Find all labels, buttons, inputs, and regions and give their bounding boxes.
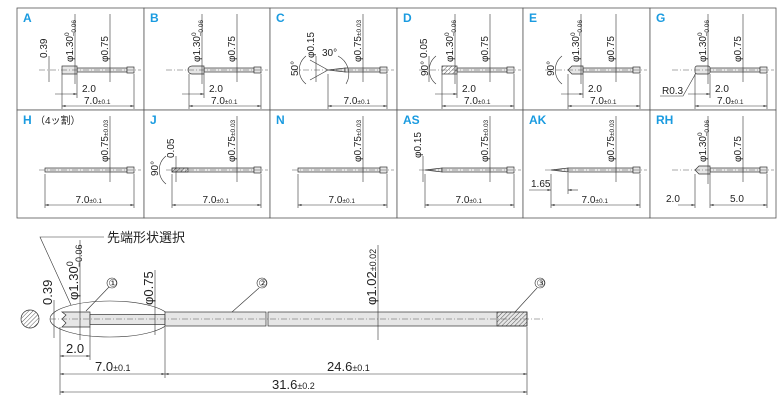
head-length-dim: 2.0	[588, 84, 602, 95]
main-pin-drawing: 先端形状選択 0.39 φ1.300−0.06 φ0.75 φ1.02±0.02…	[20, 230, 546, 395]
tip-dim: 0.05	[419, 38, 430, 58]
cone-angle-dim: 30°	[322, 48, 337, 59]
tip-dim: 0.39	[40, 280, 55, 305]
option-code: H	[23, 113, 32, 127]
total-length-dim: 7.0±0.1	[717, 96, 744, 107]
total-length-dim: 7.0±0.1	[464, 96, 491, 107]
head-dia-dim: φ1.300−0.06	[65, 244, 84, 300]
head-dia-dim: φ1.300−0.06	[444, 20, 458, 62]
tip-shape-callout: 先端形状選択	[107, 230, 185, 245]
total-length-dim: 7.0±0.1	[76, 195, 103, 206]
head-dia-dim: φ1.300−0.06	[64, 20, 78, 62]
angle-dim: 90°	[420, 61, 431, 76]
shaft-dia-dim: φ0.75	[141, 271, 156, 305]
angle-dim: 90°	[150, 161, 161, 176]
option-code: D	[403, 11, 412, 25]
tip-option-n[interactable]: N 7.0±0.1 φ0.75±0.03	[269, 109, 398, 219]
option-code: RH	[656, 113, 673, 127]
tube-dia-dim: φ1.02±0.02	[364, 249, 379, 305]
option-code: J	[150, 113, 157, 127]
total-length-dim: 5.0	[730, 194, 744, 205]
total-length-dim: 7.0±0.1	[329, 195, 356, 206]
option-code: AK	[529, 113, 547, 127]
head-dia-dim: φ1.300−0.06	[191, 20, 205, 62]
head-length-dim: 2.0	[82, 84, 96, 95]
total-length-dim: 7.0±0.1	[456, 195, 483, 206]
shaft-dia-dim: φ0.75±0.03	[606, 119, 617, 162]
tube-length-dim: 24.6±0.1	[327, 359, 370, 374]
shaft-dia-dim: φ0.75	[480, 36, 491, 62]
tip-option-rh[interactable]: RH 5.0 2.0 φ1.300−0.06 φ0.75	[649, 109, 777, 219]
head-length-dim: 2.0	[66, 341, 84, 356]
tip-option-c[interactable]: C 7.0±0.1 φ0.75±0.03 φ0.15 50° 30°	[269, 7, 398, 111]
head-dia-dim: φ1.300−0.06	[697, 20, 711, 62]
shaft-dia-dim: φ0.75±0.03	[100, 119, 111, 162]
tip-option-as[interactable]: AS 7.0±0.1 φ0.75±0.03 φ0.15	[396, 109, 524, 219]
option-code: B	[150, 11, 159, 25]
tip-option-d[interactable]: D 7.0±0.12.0 φ1.300−0.06 φ0.75 0.05 90°	[396, 7, 524, 111]
tip-dim: 0.39	[39, 38, 50, 58]
plunger-head	[60, 311, 91, 328]
plunger-length-dim: 7.0±0.1	[95, 359, 131, 374]
shaft-dia-dim: φ0.75±0.03	[353, 19, 364, 62]
tip-options-grid: A7.0±0.12.0φ1.300−0.06φ0.750.39B7.0±0.12…	[16, 7, 777, 219]
total-length-dim: 7.0±0.1	[84, 96, 111, 107]
total-length-dim: 7.0±0.1	[582, 195, 609, 206]
head-length-dim: 2.0	[666, 194, 680, 205]
tip-option-j[interactable]: J 7.0±0.1 φ0.75±0.03 0.05 90°	[143, 109, 271, 219]
head-length-dim: 2.0	[209, 84, 223, 95]
shaft-dia-dim: φ0.75	[100, 36, 111, 62]
shaft-dia-dim: φ0.75	[733, 36, 744, 62]
tip-option-ak[interactable]: AK 7.0±0.1 φ0.75±0.03 1.65	[522, 109, 651, 219]
angle-dim: 90°	[546, 61, 557, 76]
tip-option-b[interactable]: B 7.0±0.12.0 φ1.300−0.06 φ0.75	[143, 7, 271, 111]
part-number-2: ②	[259, 279, 268, 290]
shaft-dia-dim: φ0.75±0.03	[353, 119, 364, 162]
shaft-dia-dim: φ0.75	[227, 36, 238, 62]
tip-cross-section	[20, 309, 40, 329]
part-number-3: ③	[537, 279, 546, 290]
shaft-dia-dim: φ0.75±0.03	[227, 119, 238, 162]
head-dia-dim: φ1.300−0.06	[697, 120, 711, 162]
shaft-dia-dim: φ0.75±0.03	[480, 119, 491, 162]
callout-leader	[39, 236, 104, 306]
tip-dim: φ0.15	[306, 32, 317, 58]
part-number-1: ①	[109, 279, 118, 290]
radius-dim: R0.3	[662, 86, 684, 97]
shaft-dia-dim: φ0.75	[606, 36, 617, 62]
tip-option-e[interactable]: E 7.0±0.12.0 φ1.300−0.06 φ0.75 90°	[522, 7, 651, 111]
total-length-dim: 7.0±0.1	[211, 96, 238, 107]
option-code: C	[276, 11, 285, 25]
total-length-dim: 31.6±0.2	[272, 377, 315, 392]
cone-length-dim: 1.65	[531, 179, 551, 190]
option-code: AS	[403, 113, 420, 127]
tip-option-a[interactable]: A 7.0±0.12.0 φ1.300−0.06 φ0.75 0.39	[16, 7, 145, 111]
plunger-shaft	[89, 314, 166, 325]
head-length-dim: 2.0	[462, 84, 476, 95]
total-length-dim: 7.0±0.1	[203, 195, 230, 206]
tip-dim: 0.05	[166, 138, 177, 158]
shaft-dia-dim: φ0.75	[733, 136, 744, 162]
option-code: A	[23, 11, 32, 25]
angle-dim: 50°	[290, 61, 301, 76]
tip-option-h[interactable]: H（4ッ割） 7.0±0.1 φ0.75±0.03	[16, 109, 145, 219]
option-code: E	[529, 11, 537, 25]
option-code: N	[276, 113, 285, 127]
option-code: G	[656, 11, 665, 25]
head-dia-dim: φ1.300−0.06	[570, 20, 584, 62]
option-note: （4ッ割）	[35, 114, 81, 127]
total-length-dim: 7.0±0.1	[590, 96, 617, 107]
total-length-dim: 7.0±0.1	[344, 96, 371, 107]
tip-dim: φ0.15	[413, 132, 424, 158]
head-length-dim: 2.0	[715, 84, 729, 95]
